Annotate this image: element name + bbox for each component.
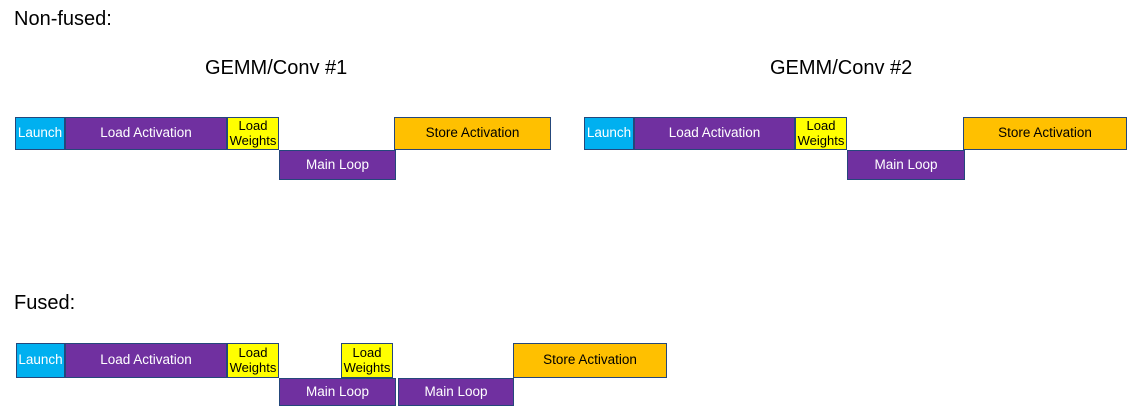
main-loop-block: Main Loop: [398, 378, 514, 406]
main-loop-block: Main Loop: [279, 150, 396, 180]
launch-block: Launch: [16, 343, 65, 378]
main-loop-block: Main Loop: [847, 150, 965, 180]
load-activation-block: Load Activation: [65, 343, 227, 378]
load-activation-block: Load Activation: [634, 117, 795, 150]
store-activation-block: Store Activation: [394, 117, 551, 150]
non-fused-section-label: Non-fused:: [14, 8, 112, 30]
gemm-conv-2-title: GEMM/Conv #2: [770, 57, 913, 79]
fused-section-label: Fused:: [14, 292, 76, 314]
store-activation-block: Store Activation: [963, 117, 1127, 150]
gemm-conv-1-title: GEMM/Conv #1: [205, 57, 348, 79]
load-weights-block: Load Weights: [341, 343, 393, 378]
load-activation-block: Load Activation: [65, 117, 227, 150]
load-weights-block: Load Weights: [795, 117, 847, 150]
load-weights-block: Load Weights: [227, 343, 279, 378]
launch-block: Launch: [15, 117, 65, 150]
main-loop-block: Main Loop: [279, 378, 396, 406]
load-weights-block: Load Weights: [227, 117, 279, 150]
store-activation-block: Store Activation: [513, 343, 667, 378]
launch-block: Launch: [584, 117, 634, 150]
